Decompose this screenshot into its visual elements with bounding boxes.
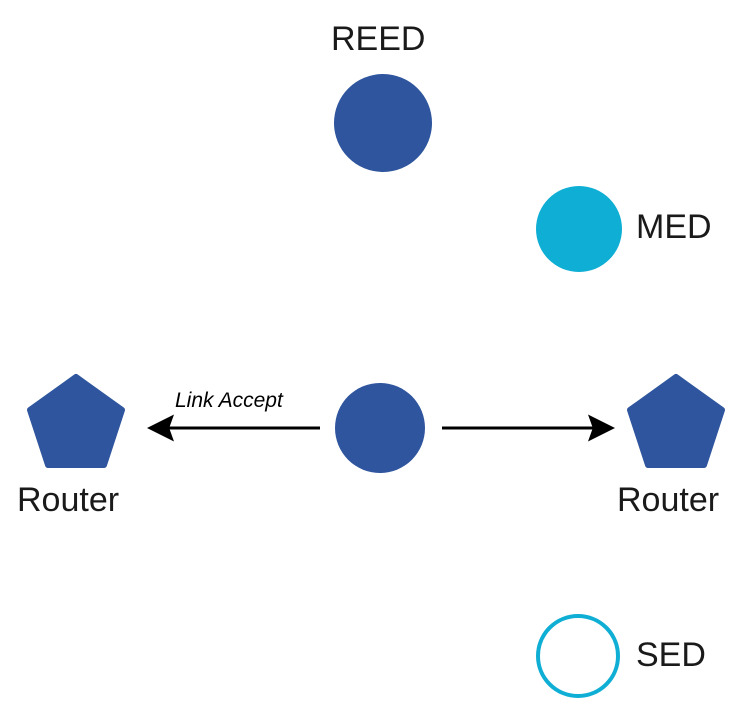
node-label-med: MED (636, 208, 712, 246)
node-leader-circle[interactable] (335, 383, 425, 473)
node-router-right-pentagon[interactable] (627, 374, 725, 468)
node-label-sed: SED (636, 636, 706, 674)
node-reed-circle[interactable] (334, 74, 432, 172)
node-label-router-left: Router (17, 481, 120, 519)
node-sed-circle[interactable] (536, 614, 620, 698)
node-label-reed: REED (331, 20, 426, 58)
node-med-circle[interactable] (536, 186, 622, 272)
node-label-router-right: Router (617, 481, 720, 519)
node-router-left-pentagon[interactable] (27, 374, 125, 468)
edge-label-link-accept: Link Accept (175, 389, 283, 412)
